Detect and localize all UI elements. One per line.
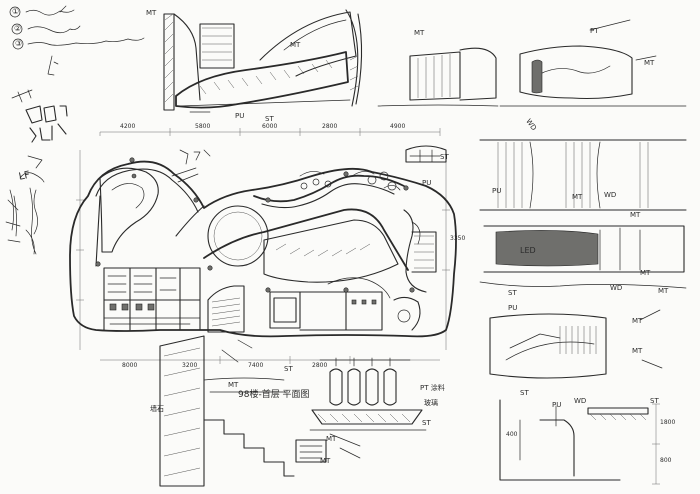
label-mt-1: MT	[146, 9, 157, 17]
dim-top-3: 6000	[262, 123, 278, 130]
bottom-centre-details	[295, 357, 427, 463]
label-mt-13: MT	[228, 381, 239, 389]
plan-title: 98楼-首层 平面图	[238, 390, 310, 400]
dim-bottom-4: 2800	[312, 362, 328, 369]
label-wd-4: WD	[574, 397, 587, 405]
label-st-3: ST	[508, 289, 517, 297]
label-pt-1: PT	[590, 27, 599, 35]
label-led: LED	[520, 246, 536, 255]
left-margin-sketches	[5, 55, 68, 255]
label-wd-3: WD	[610, 284, 623, 292]
dim-right-1: 3350	[450, 235, 466, 242]
label-mt-8: MT	[658, 287, 669, 295]
label-pu-2: PU	[422, 179, 432, 187]
dim-top-5: 4900	[390, 123, 406, 130]
dim-bottom-3: 7400	[248, 362, 264, 369]
note-marker-2: ②	[14, 24, 22, 33]
label-st-2: ST	[440, 153, 449, 161]
label-mt-11: MT	[326, 435, 337, 443]
elevation-top-left	[163, 9, 363, 113]
label-st-7: ST	[284, 365, 293, 373]
label-st-5: ST	[650, 397, 659, 405]
label-pu-3: PU	[492, 187, 502, 195]
label-pt-2: PT 涂料	[420, 384, 445, 392]
dim-top-1: 4200	[120, 123, 136, 130]
dim-right-2: 1800	[660, 419, 676, 426]
label-wall-stone: 墙石	[150, 405, 164, 413]
label-wd-2: WD	[604, 191, 617, 199]
label-pu-5: PU	[552, 401, 562, 409]
label-pu-4: PU	[508, 304, 518, 312]
dim-right-4: 400	[506, 431, 518, 438]
label-mt-7: MT	[640, 269, 651, 277]
right-lower-details	[489, 309, 663, 485]
label-mt-10: MT	[632, 347, 643, 355]
label-mt-2: MT	[290, 41, 301, 49]
floor-plan	[69, 128, 457, 364]
elevation-strips-right	[405, 139, 687, 289]
label-mt-5: MT	[572, 193, 583, 201]
note-markers	[9, 5, 145, 50]
label-pu-1: PU	[235, 112, 245, 120]
dim-bottom-2: 3200	[182, 362, 198, 369]
elevation-panels-top-right	[377, 19, 687, 107]
label-mt-9: MT	[632, 317, 643, 325]
label-mt-12: MT	[320, 457, 331, 465]
stair-section	[159, 335, 295, 487]
label-mt-6: MT	[630, 211, 641, 219]
note-marker-1: ①	[12, 7, 20, 16]
label-mt-3: MT	[414, 29, 425, 37]
label-st-6: ST	[422, 419, 431, 427]
dim-bottom-1: 8000	[122, 362, 138, 369]
label-glass: 玻璃	[424, 399, 438, 407]
dim-top-4: 2800	[322, 123, 338, 130]
dim-top-2: 5800	[195, 123, 211, 130]
label-mt-4: MT	[644, 59, 655, 67]
label-st-4: ST	[520, 389, 529, 397]
dim-right-3: 800	[660, 457, 672, 464]
note-marker-3: ③	[15, 39, 23, 48]
label-st-1: ST	[265, 115, 274, 123]
